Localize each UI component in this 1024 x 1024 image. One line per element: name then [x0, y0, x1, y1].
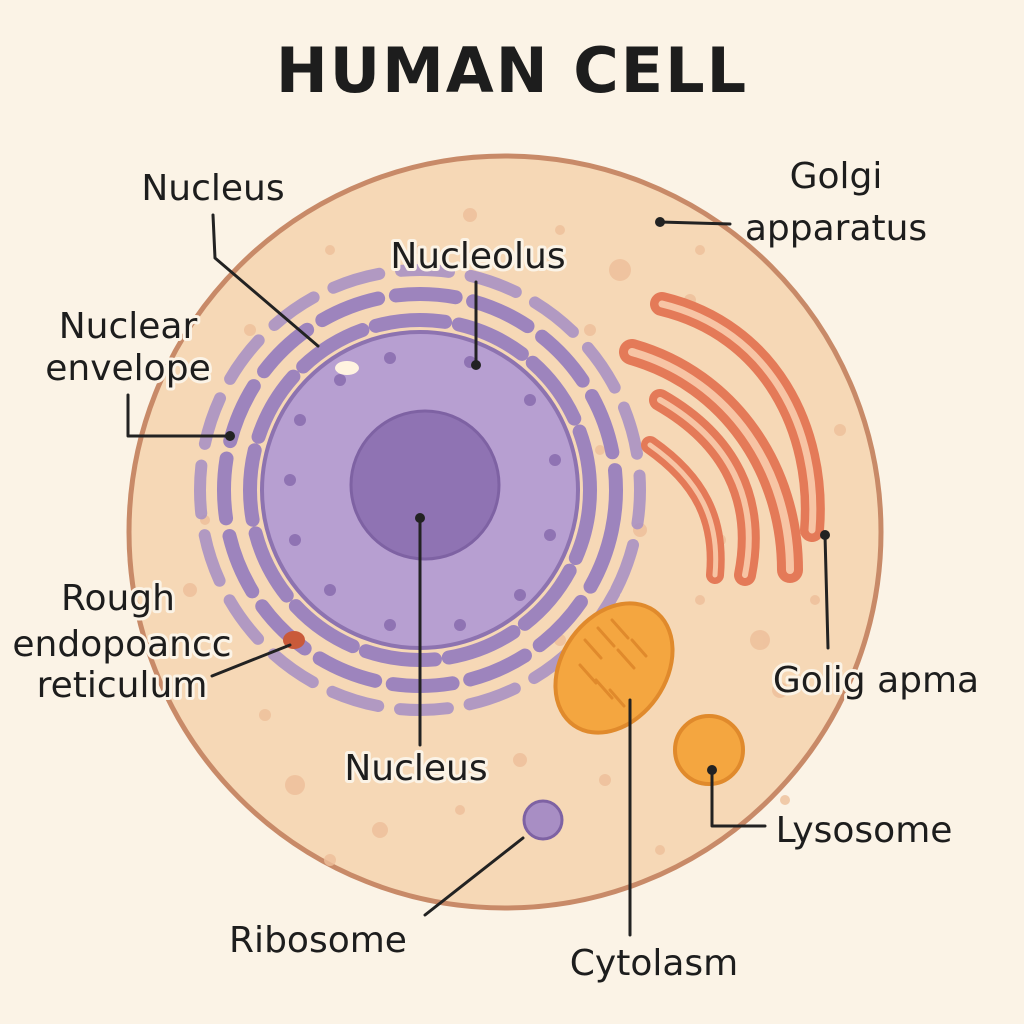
nuclear-envelope-vesicle: [335, 361, 359, 375]
leader-ribosome: [423, 836, 525, 917]
label-cytoplasm: Cytolasm: [570, 943, 738, 984]
label-rough-line2: endopoancc: [12, 624, 231, 665]
label-golgi-line1: Golgi: [790, 156, 883, 197]
leader-lines: [126, 213, 830, 937]
leader-nucleus-top: [211, 213, 320, 348]
label-lysosome: Lysosome: [776, 810, 953, 851]
nuclear-pores: [284, 352, 561, 631]
label-ribosome: Ribosome: [229, 920, 407, 961]
diagram-title: HUMAN CELL: [276, 34, 748, 107]
leader-nuclear-envelope: [126, 393, 230, 438]
lysosome-body: [673, 714, 745, 786]
label-nuclear-line2: envelope: [45, 348, 210, 389]
label-golig-apma: Golig apma: [773, 660, 979, 701]
leader-golig-apma: [823, 533, 830, 650]
dot-nucleus-center: [415, 513, 425, 523]
label-nuclear-line1: Nuclear: [59, 306, 198, 347]
leader-lysosome: [710, 768, 767, 828]
label-rough-line3: reticulum: [37, 665, 208, 706]
dot-golgi: [655, 217, 665, 227]
dot-lysosome: [707, 765, 717, 775]
dot-nucleolus: [471, 360, 481, 370]
golgi-apparatus: [619, 292, 825, 586]
leader-golgi: [658, 220, 732, 226]
label-rough-line1: Rough: [61, 578, 175, 619]
dot-golig-apma: [820, 530, 830, 540]
mitochondrion: [553, 601, 675, 735]
label-nucleus-top: Nucleus: [141, 168, 284, 209]
leader-rough-er: [210, 643, 292, 678]
nucleolus-body: [349, 409, 501, 561]
label-golgi-line2: apparatus: [745, 208, 927, 249]
nucleus: [193, 264, 646, 716]
label-nucleolus: Nucleolus: [390, 236, 565, 277]
dot-nuclear-envelope: [225, 431, 235, 441]
label-nucleus-bottom: Nucleus: [344, 748, 487, 789]
ribosome-body: [522, 799, 564, 841]
